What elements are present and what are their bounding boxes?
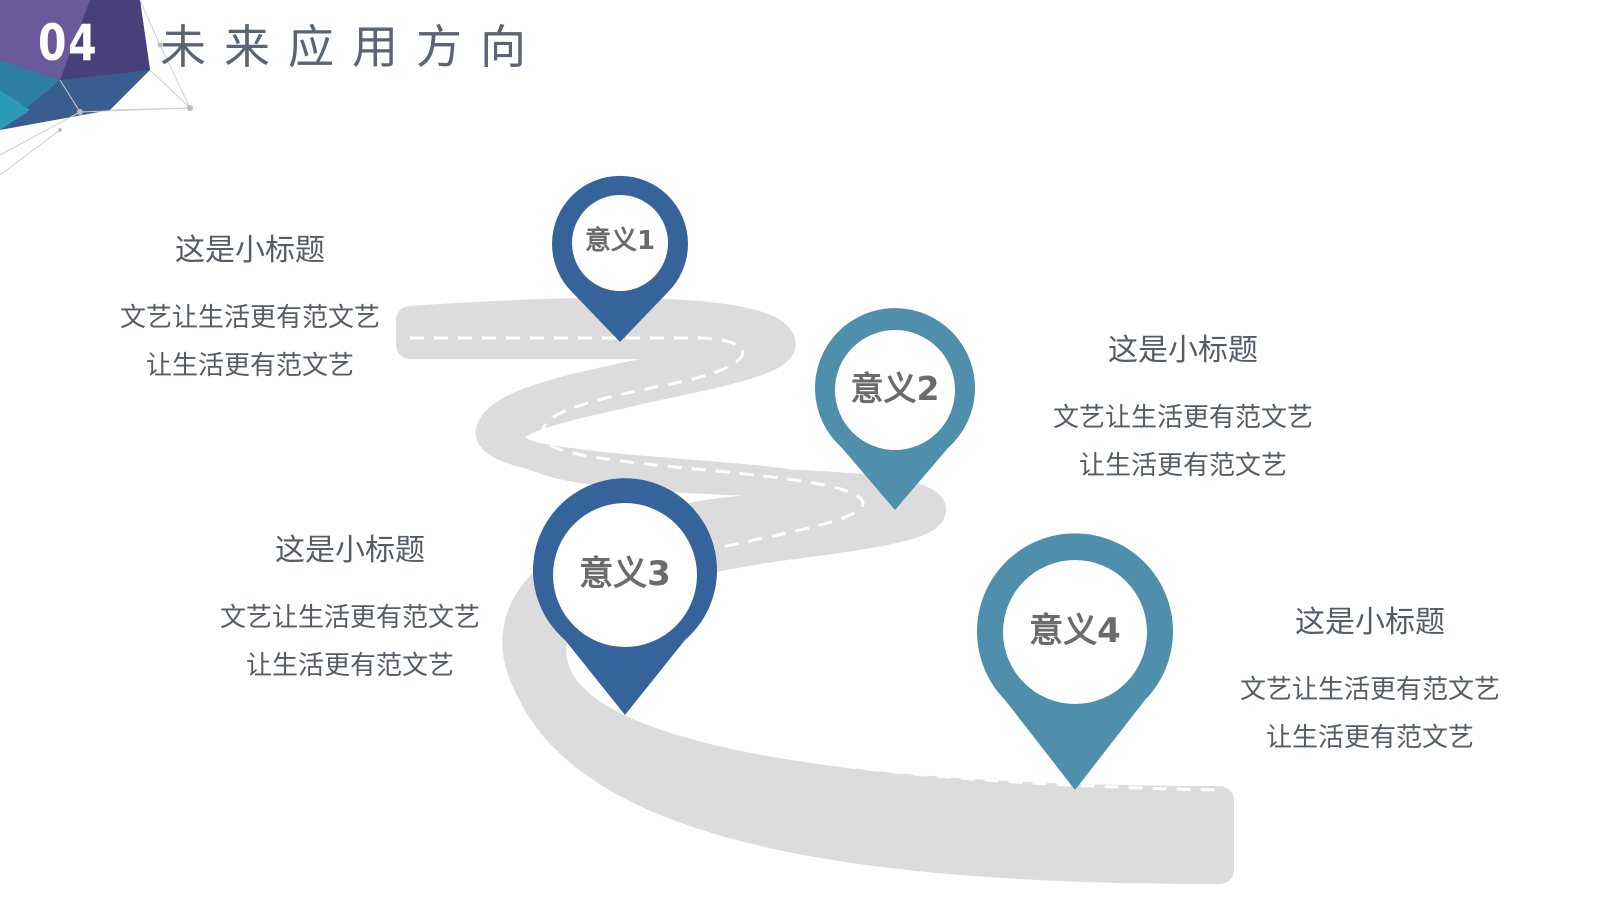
description-line: 让生活更有范文艺 — [145, 351, 354, 381]
description-line: 文艺让生活更有范文艺 — [1239, 675, 1500, 705]
text-block-3: 这是小标题 文艺让生活更有范文艺 让生活更有范文艺 — [170, 536, 530, 690]
text-block-2: 这是小标题 文艺让生活更有范文艺 让生活更有范文艺 — [1003, 336, 1363, 490]
subtitle: 这是小标题 — [1108, 333, 1258, 368]
location-pin-icon[interactable] — [815, 308, 975, 510]
section-number: 04 — [38, 14, 99, 72]
milestone-label-3: 意义3 — [579, 554, 671, 594]
location-pin-icon[interactable] — [533, 478, 717, 715]
description-line: 文艺让生活更有范文艺 — [119, 303, 380, 333]
subtitle: 这是小标题 — [1295, 605, 1445, 640]
text-block-1: 这是小标题 文艺让生活更有范文艺 让生活更有范文艺 — [70, 236, 430, 390]
location-pin-icon[interactable] — [976, 533, 1173, 790]
subtitle: 这是小标题 — [175, 233, 325, 268]
milestone-label-4: 意义4 — [1029, 611, 1121, 651]
geometric-network-decoration-icon — [0, 0, 193, 176]
text-block-4: 这是小标题 文艺让生活更有范文艺 让生活更有范文艺 — [1190, 608, 1550, 762]
description-line: 文艺让生活更有范文艺 — [1052, 403, 1313, 433]
description-line: 文艺让生活更有范文艺 — [219, 603, 480, 633]
description-line: 让生活更有范文艺 — [245, 651, 454, 681]
road-center-line — [410, 336, 1221, 792]
road-surface — [396, 297, 1234, 884]
description-line: 让生活更有范文艺 — [1265, 723, 1474, 753]
location-pin-icon[interactable] — [552, 175, 689, 342]
description-line: 让生活更有范文艺 — [1078, 451, 1287, 481]
milestone-label-2: 意义2 — [850, 369, 940, 408]
milestone-label-1: 意义1 — [584, 226, 656, 256]
subtitle: 这是小标题 — [275, 533, 425, 568]
page-title: 未来应用方向 — [160, 20, 544, 74]
